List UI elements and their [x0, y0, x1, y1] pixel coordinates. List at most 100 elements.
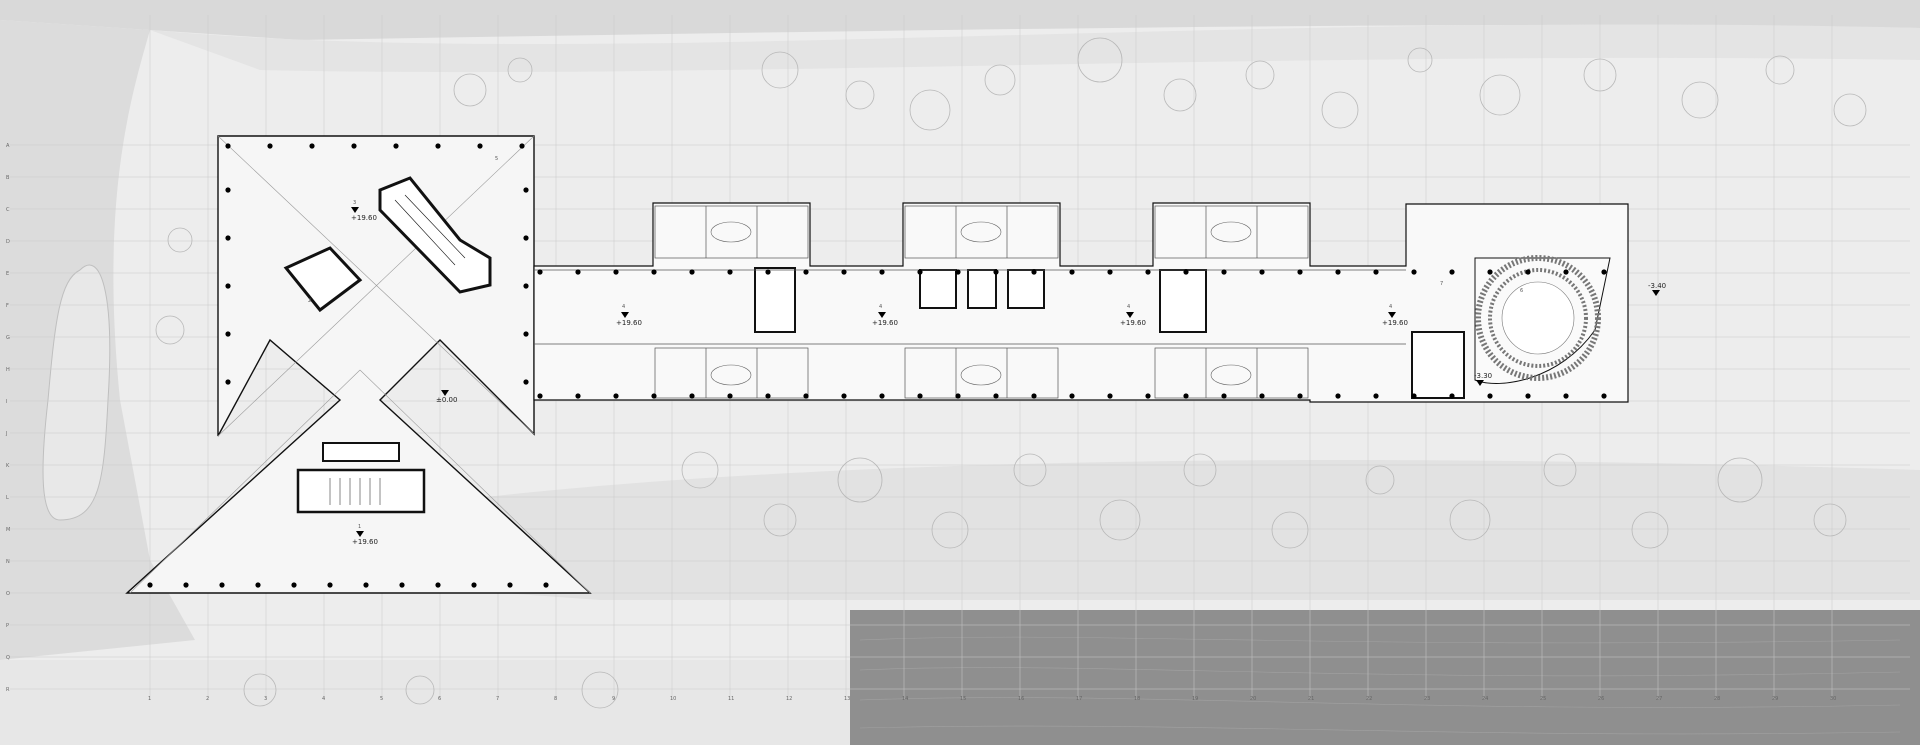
grid-label-column: 8 — [554, 696, 557, 702]
landscape-trees — [155, 37, 1867, 709]
grid-label-column: 14 — [902, 696, 908, 702]
water-body — [850, 610, 1920, 745]
column — [575, 269, 581, 275]
column — [1183, 393, 1189, 399]
column — [327, 582, 333, 588]
column — [1601, 269, 1607, 275]
tree-canopy — [1013, 453, 1047, 487]
column — [435, 582, 441, 588]
grid-label-row: C — [6, 207, 10, 213]
grid-label-column: 5 — [380, 696, 383, 702]
tower-internal-lines — [129, 135, 591, 594]
tree-canopy — [1717, 457, 1763, 503]
column — [351, 143, 357, 149]
column — [765, 269, 771, 275]
column — [225, 283, 231, 289]
column — [219, 582, 225, 588]
column — [955, 393, 961, 399]
grid-label-column: 29 — [1772, 696, 1778, 702]
tree-canopy — [1077, 37, 1123, 83]
column — [477, 143, 483, 149]
west-core — [283, 246, 363, 313]
tree-canopy — [405, 675, 435, 705]
tree-canopy — [1163, 78, 1197, 112]
tree-canopy — [1365, 465, 1395, 495]
column — [399, 582, 405, 588]
level-wing-2: +19.60 — [872, 312, 898, 327]
bar-building-outline — [533, 202, 1629, 403]
tree-canopy — [1543, 453, 1577, 487]
column — [955, 269, 961, 275]
column — [1259, 393, 1265, 399]
grid-label-row: P — [6, 623, 9, 629]
north-core — [378, 176, 492, 294]
level-exterior-east: -3.40 — [1648, 282, 1666, 296]
svg-text:±0.00: ±0.00 — [436, 396, 457, 404]
column — [993, 393, 999, 399]
column — [727, 269, 733, 275]
column — [1183, 269, 1189, 275]
column — [225, 187, 231, 193]
column — [435, 143, 441, 149]
grid-label-column: 3 — [264, 696, 267, 702]
column — [1107, 393, 1113, 399]
column — [523, 283, 529, 289]
grid-label-column: 24 — [1482, 696, 1488, 702]
column — [543, 582, 549, 588]
column — [879, 393, 885, 399]
grid-label-row: D — [6, 239, 10, 245]
svg-text:-3.30: -3.30 — [1474, 372, 1492, 380]
water-ripples — [859, 636, 1901, 735]
tree-canopy — [453, 73, 487, 107]
tree-canopy — [845, 80, 875, 110]
level-auditorium: -3.30 — [1474, 372, 1492, 386]
grid-label-column: 11 — [728, 696, 734, 702]
grid-label-row: L — [6, 495, 9, 501]
tree-canopy — [1681, 81, 1719, 119]
tree-canopy — [763, 503, 797, 537]
room-number-north: 3 — [353, 200, 356, 206]
column — [267, 143, 273, 149]
column — [309, 143, 315, 149]
tree-canopy — [761, 51, 799, 89]
grid-label-column: 23 — [1424, 696, 1430, 702]
tree-canopy — [681, 451, 719, 489]
column — [841, 269, 847, 275]
svg-text:+19.60: +19.60 — [1120, 319, 1146, 327]
column — [1069, 393, 1075, 399]
column — [575, 393, 581, 399]
level-wing-1: +19.60 — [616, 312, 642, 327]
room-number-west: 2 — [308, 298, 311, 304]
tree-canopy — [984, 64, 1016, 96]
room-number-auditorium: 6 — [1520, 288, 1523, 294]
column — [537, 269, 543, 275]
grid-label-row: G — [6, 335, 10, 341]
column — [1221, 393, 1227, 399]
road-band — [0, 0, 1920, 40]
column — [613, 269, 619, 275]
tree-canopy — [1271, 511, 1309, 549]
grid-label-row: I — [6, 399, 7, 405]
structural-columns — [147, 143, 1607, 588]
tree-canopy — [167, 227, 193, 253]
svg-text:+19.60: +19.60 — [616, 319, 642, 327]
column — [689, 393, 695, 399]
column — [1411, 269, 1417, 275]
grid-label-column: 25 — [1540, 696, 1546, 702]
column — [523, 379, 529, 385]
column — [803, 269, 809, 275]
column — [183, 582, 189, 588]
grid-label-row: M — [6, 527, 10, 533]
grid-label-column: 28 — [1714, 696, 1720, 702]
grid-label-column: 7 — [496, 696, 499, 702]
tree-canopy — [243, 673, 277, 707]
column — [225, 235, 231, 241]
column — [471, 582, 477, 588]
tree-canopy — [909, 89, 951, 131]
room-number-east-tip: 5 — [495, 156, 498, 162]
column — [523, 187, 529, 193]
level-south-wing: +19.60 — [352, 531, 378, 546]
grid-label-column: 17 — [1076, 696, 1082, 702]
level-markers: +19.60 +19.60 ±0.00 +19.60 +19.60 +19.60… — [351, 207, 1666, 546]
